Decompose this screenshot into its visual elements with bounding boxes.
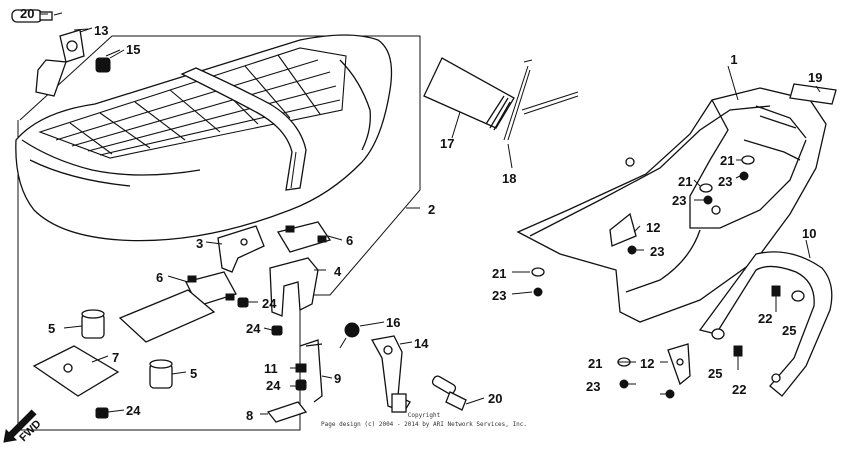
bolt-part-23-a [739,171,749,181]
callout-14: 14 [414,336,429,351]
callout-23-c: 23 [650,244,664,259]
washer-part-21-a [741,155,755,165]
callout-3: 3 [196,236,203,251]
callout-17: 17 [440,136,454,151]
callout-13: 13 [94,23,108,38]
callout-23-a: 23 [718,174,732,189]
callout-23-d: 23 [492,288,506,303]
callout-11: 11 [264,361,278,376]
callout-1: 1 [730,52,737,67]
bracket-part-12-lower [667,343,691,386]
callout-18: 18 [502,171,516,186]
callout-21-a: 21 [720,153,734,168]
bracket-part-12-upper [609,212,637,247]
callout-12-upper: 12 [646,220,660,235]
cable-part-9 [299,339,323,403]
bolt-part-23-d [533,287,543,297]
callout-19: 19 [808,70,822,85]
callout-6-lower: 6 [156,270,163,285]
seat-frame-outline [17,35,421,431]
callout-12-lower: 12 [640,356,654,371]
callout-23-b: 23 [672,193,686,208]
callout-23-e: 23 [586,379,600,394]
nut-part-24-c [95,407,109,419]
callout-21-b: 21 [678,174,692,189]
callout-15: 15 [126,42,140,57]
callout-24-a: 24 [262,296,277,311]
callout-24-c: 24 [266,378,281,393]
callout-10: 10 [802,226,816,241]
copyright-line-1: Copyright [408,412,441,419]
bracket-part-4 [269,257,319,317]
bolt-part-22-a [771,285,781,312]
leader-lines [40,13,821,415]
tool-bag-part-17 [423,57,515,131]
washer-part-21-b [699,183,713,193]
bolt-part-23-c [627,245,637,255]
seat-cushion [15,34,393,242]
callout-2: 2 [428,202,435,217]
callout-25-a: 25 [782,323,796,338]
callout-labels: 1 2 3 4 5 5 6 6 7 8 9 10 11 12 12 13 14 … [20,6,822,423]
callout-21-c: 21 [492,266,506,281]
bolt-part-11 [295,363,307,373]
seat-quilt-pattern [38,47,347,159]
lock-bracket-part-14 [370,335,411,413]
washer-part-21-c [531,267,545,277]
fwd-arrow-icon: FWD [3,409,44,444]
callout-16: 16 [386,315,400,330]
pin-part-20-top [11,9,63,23]
bracket-part-3 [217,225,265,273]
rod-part-18 [503,59,579,141]
washer-part-25-b [711,328,725,340]
pin-part-20-bottom [431,375,467,411]
plate-part-7 [32,345,120,397]
callout-5-upper: 5 [48,321,55,336]
nut-part-24-a [237,297,249,308]
bracket-part-13 [35,28,89,97]
callout-6-upper: 6 [346,233,353,248]
spring-part-15 [95,49,121,73]
damper-part-6-upper [276,221,332,253]
callout-20-top: 20 [20,6,34,21]
callout-24-b: 24 [246,321,261,336]
callout-24-d: 24 [126,403,141,418]
bolt-part-22-b [733,345,743,370]
callout-21-d: 21 [588,356,602,371]
callout-8: 8 [246,408,253,423]
cushion-part-5-upper [81,309,105,339]
callout-7: 7 [112,350,119,365]
seat-pad [118,289,216,343]
callout-22-a: 22 [758,311,772,326]
spring-part-16 [339,322,360,349]
callout-4: 4 [334,264,342,279]
callout-22-b: 22 [732,382,746,397]
grommet-part-8 [266,401,308,423]
washer-part-25-a [791,290,805,302]
callout-5-lower: 5 [190,366,197,381]
cushion-part-5-lower [149,359,173,389]
nut-part-24-b [271,325,283,336]
callout-25-b: 25 [708,366,722,381]
callout-20-bottom: 20 [488,391,502,406]
grab-rail-part-10 [698,251,833,397]
bolt-part-23-f [665,389,675,399]
copyright-line-2: Page design (c) 2004 - 2014 by ARI Netwo… [321,421,527,428]
bolt-part-23-b [703,195,713,205]
emblem-part-19 [789,83,837,105]
callout-9: 9 [334,371,341,386]
seat-strap [180,67,307,191]
nut-part-24-d [295,379,307,391]
